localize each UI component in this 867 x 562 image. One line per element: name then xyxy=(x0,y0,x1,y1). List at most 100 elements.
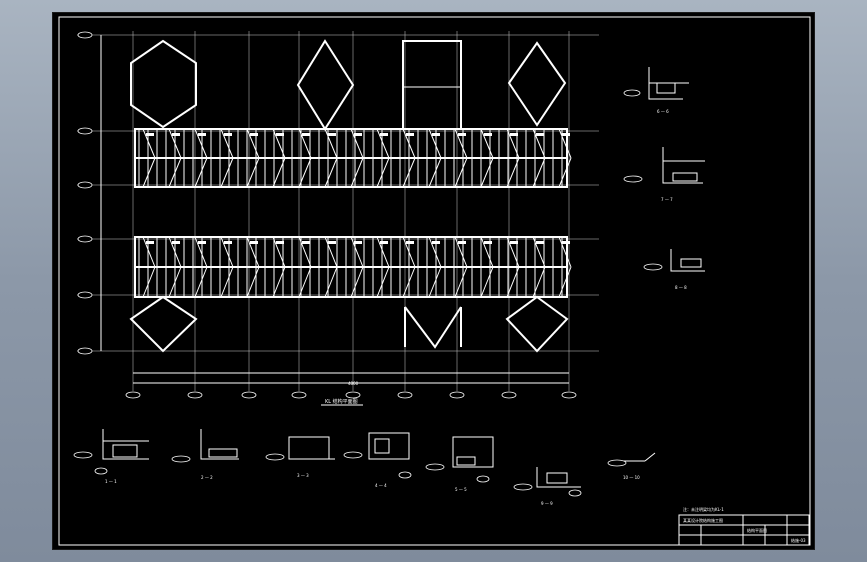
stair-v xyxy=(404,306,462,349)
beam-diagonal xyxy=(480,157,494,188)
beam-diagonal xyxy=(532,236,546,268)
beam-diagonal xyxy=(194,157,208,188)
beam-diagonal xyxy=(168,266,182,298)
beam-diagonal xyxy=(454,266,468,298)
beam-diagonal xyxy=(558,157,572,188)
beam-diagonal xyxy=(220,128,234,159)
beam-tag xyxy=(146,241,154,244)
beam-diagonal xyxy=(168,128,182,159)
beam-diagonal xyxy=(480,266,494,298)
beam-tag xyxy=(354,133,362,136)
axis-bubble-bottom xyxy=(291,391,307,399)
axis-bubble-bottom xyxy=(449,391,465,399)
beam-tag xyxy=(146,133,154,136)
beam-diagonal xyxy=(480,128,494,159)
section-detail-s5: 5 — 5 xyxy=(425,436,494,492)
svg-text:6 — 6: 6 — 6 xyxy=(657,109,669,114)
beam-diagonal xyxy=(428,128,442,159)
beam-diagonal xyxy=(272,236,286,268)
svg-text:某某设计院结构施工图: 某某设计院结构施工图 xyxy=(683,517,723,523)
section-detail-s7: 7 — 7 xyxy=(623,147,705,202)
beam-diagonal xyxy=(532,157,546,188)
stair-well xyxy=(402,40,462,130)
svg-text:1 — 1: 1 — 1 xyxy=(105,479,117,484)
beam-diagonal xyxy=(558,128,572,159)
beam-diagonal xyxy=(298,236,312,268)
section-detail-s4: 4 — 4 xyxy=(343,432,412,488)
svg-text:4 — 4: 4 — 4 xyxy=(375,483,387,488)
beam-tag xyxy=(198,133,206,136)
title-block: 某某设计院结构施工图 结构平面图 结施-03 xyxy=(678,514,810,546)
axis-bubble-bottom xyxy=(561,391,577,399)
beam-bands xyxy=(134,128,572,298)
beam-diagonal xyxy=(506,266,520,298)
beam-diagonal xyxy=(142,128,156,159)
beam-diagonal xyxy=(402,266,416,298)
beam-diagonal xyxy=(454,128,468,159)
beam-tag xyxy=(406,133,414,136)
axis-bubble-left xyxy=(77,291,93,299)
svg-text:8 — 8: 8 — 8 xyxy=(675,285,687,290)
diamond-room xyxy=(296,39,355,131)
diamond-room xyxy=(505,295,569,353)
axis-bubble-bottom xyxy=(397,391,413,399)
beam-diagonal xyxy=(142,236,156,268)
beam-diagonal xyxy=(402,157,416,188)
beam-tag xyxy=(536,133,544,136)
beam-diagonal xyxy=(506,128,520,159)
beam-diagonal xyxy=(558,266,572,298)
drawing-note: 注：未注明梁均为KL-1 xyxy=(683,506,724,512)
axis-bubble-bottom xyxy=(187,391,203,399)
beam-diagonal xyxy=(532,266,546,298)
beam-diagonal xyxy=(324,128,338,159)
axis-bubble-bottom xyxy=(345,391,361,399)
axis-bubble-bottom xyxy=(241,391,257,399)
beam-tag xyxy=(380,133,388,136)
axis-bubbles xyxy=(125,391,577,399)
beam-tag xyxy=(172,133,180,136)
cad-viewport[interactable]: KL 结构平面图 4800 6 — 6 7 — 7 8 — 8 xyxy=(52,12,815,550)
total-dimension: 4800 xyxy=(348,381,359,386)
beam-diagonal xyxy=(454,157,468,188)
section-detail-s2: 2 — 2 xyxy=(171,429,239,480)
beam-diagonal xyxy=(324,266,338,298)
beam-tag xyxy=(432,241,440,244)
beam-diagonal xyxy=(324,236,338,268)
section-detail-s6: 6 — 6 xyxy=(623,67,689,114)
beam-diagonal xyxy=(246,128,260,159)
beam-diagonal xyxy=(298,157,312,188)
diamond-room xyxy=(507,41,567,127)
beam-diagonal xyxy=(220,266,234,298)
beam-tag xyxy=(276,241,284,244)
beam-diagonal xyxy=(402,236,416,268)
axis-bubble-left xyxy=(77,235,93,243)
beam-tag xyxy=(484,133,492,136)
beam-tag xyxy=(198,241,206,244)
axis-bubble-left xyxy=(77,347,93,355)
svg-text:10 — 10: 10 — 10 xyxy=(623,475,640,480)
beam-tag xyxy=(562,133,570,136)
axis-bubble-left xyxy=(77,127,93,135)
diamond-room xyxy=(130,39,197,129)
axis-bubble-bottom xyxy=(501,391,517,399)
section-detail-s8: 8 — 8 xyxy=(643,249,705,290)
beam-diagonal xyxy=(532,128,546,159)
beam-diagonal xyxy=(402,128,416,159)
beam-diagonal xyxy=(428,266,442,298)
svg-text:3 — 3: 3 — 3 xyxy=(297,473,309,478)
svg-text:结施-03: 结施-03 xyxy=(791,537,806,543)
section-detail-s9: 9 — 9 xyxy=(513,467,582,506)
beam-diagonal xyxy=(376,157,390,188)
beam-diagonal xyxy=(350,236,364,268)
beam-tag xyxy=(172,241,180,244)
beam-tag xyxy=(510,133,518,136)
beam-diagonal xyxy=(220,236,234,268)
axis-grid xyxy=(77,31,599,391)
beam-diagonal xyxy=(376,236,390,268)
svg-text:9 — 9: 9 — 9 xyxy=(541,501,553,506)
svg-text:7 — 7: 7 — 7 xyxy=(661,197,673,202)
beam-diagonal xyxy=(272,157,286,188)
beam-diagonal xyxy=(454,236,468,268)
beam-diagonal xyxy=(428,157,442,188)
beam-diagonal xyxy=(142,157,156,188)
